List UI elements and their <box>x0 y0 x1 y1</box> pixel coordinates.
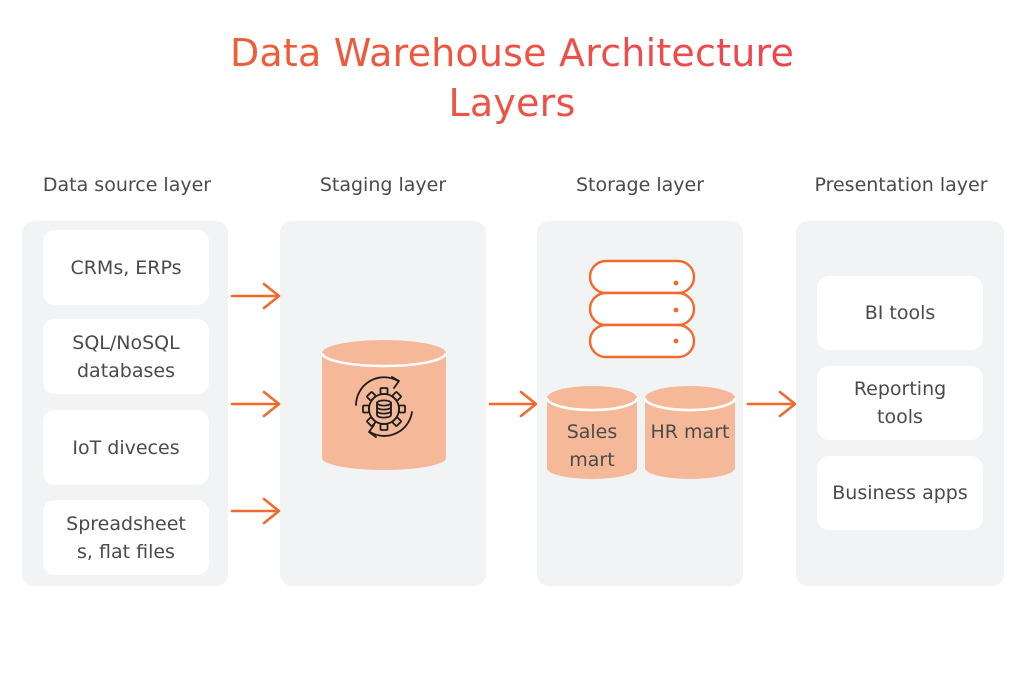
sales-mart-cylinder <box>545 386 639 479</box>
hr-mart-label: HR mart <box>650 421 730 443</box>
source-label: SQL/NoSQL databases <box>72 331 180 382</box>
data-source-panel: CRMs, ERPs SQL/NoSQL databases IoT divec… <box>22 221 228 586</box>
presentation-label: Reporting tools <box>853 378 947 428</box>
gear-database-cycle-icon <box>355 376 413 438</box>
source-label: CRMs, ERPs <box>70 256 182 279</box>
sales-mart-label: Sales mart <box>566 421 618 471</box>
presentation-card-business-apps: Business apps <box>817 456 983 530</box>
source-card-crm-erp: CRMs, ERPs <box>43 230 209 305</box>
server-stack-icon <box>588 259 696 359</box>
presentation-label: BI tools <box>864 302 936 324</box>
arrow-right-icon <box>230 282 281 310</box>
presentation-card-reporting: Reporting tools <box>817 366 983 440</box>
presentation-card-bi: BI tools <box>817 276 983 350</box>
column-label-staging: Staging layer <box>319 174 447 196</box>
source-label: IoT diveces <box>72 436 180 459</box>
source-card-databases: SQL/NoSQL databases <box>43 319 209 394</box>
presentation-label: Business apps <box>832 482 968 504</box>
staging-cylinder <box>320 340 448 470</box>
source-card-iot: IoT diveces <box>43 410 209 485</box>
arrow-right-icon <box>230 390 281 418</box>
column-label-presentation: Presentation layer <box>814 174 988 196</box>
column-label-data-source: Data source layer <box>42 174 212 196</box>
source-label: Spreadsheets, flat files <box>66 512 186 563</box>
arrow-right-icon <box>746 390 797 418</box>
hr-mart-cylinder <box>643 386 737 479</box>
source-card-spreadsheets: Spreadsheets, flat files <box>43 500 209 575</box>
presentation-panel: BI tools Reporting tools Business apps <box>796 221 1004 586</box>
arrow-right-icon <box>488 390 538 418</box>
arrow-right-icon <box>230 497 281 525</box>
column-label-storage: Storage layer <box>575 174 705 196</box>
